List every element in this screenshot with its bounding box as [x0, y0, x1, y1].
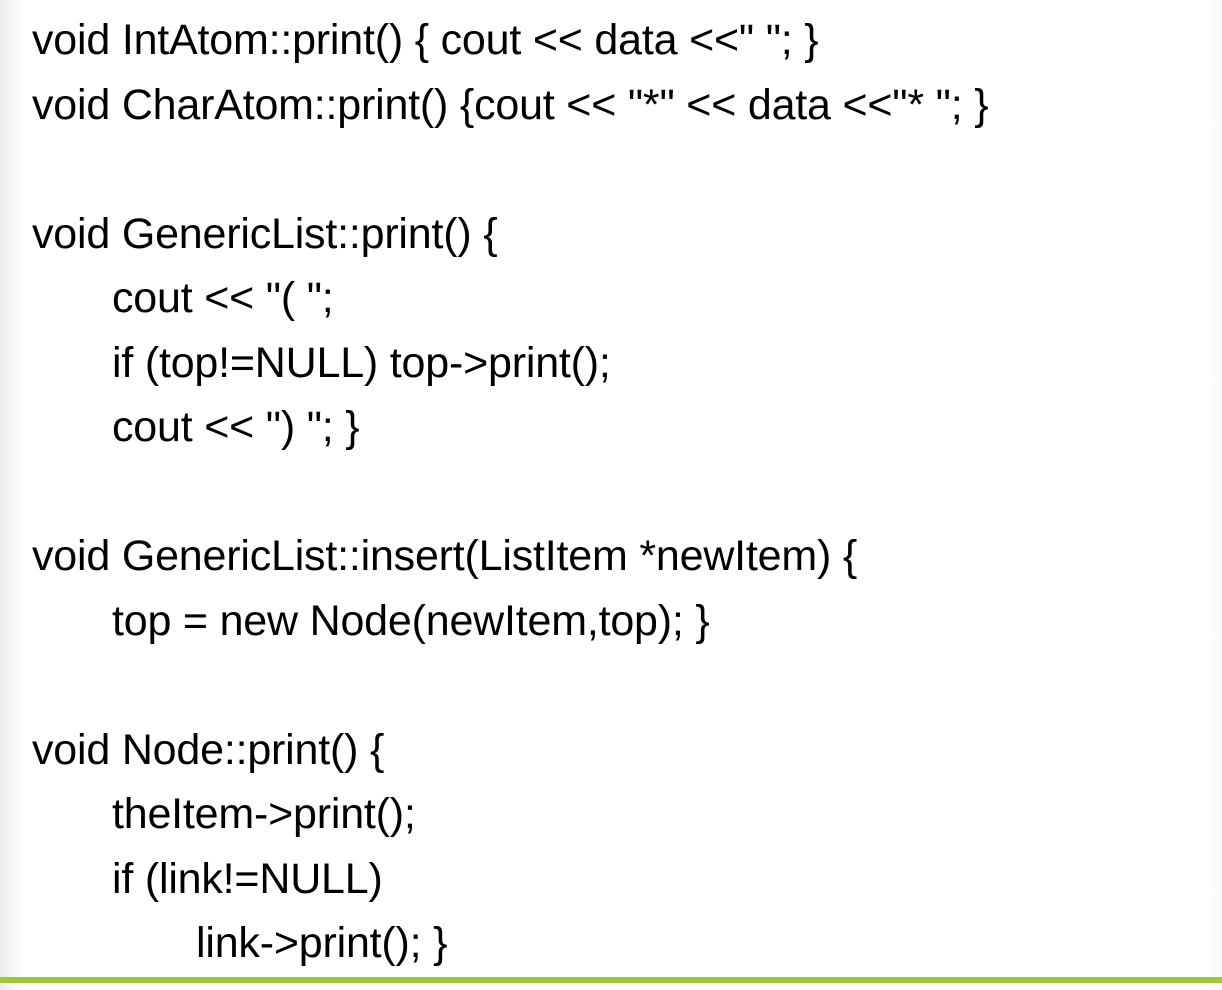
code-line: void Node::print() {: [32, 725, 385, 774]
code-line: link->print(); }: [196, 919, 448, 967]
code-line: void IntAtom::print() { cout << data <<"…: [32, 16, 819, 64]
code-line: void GenericList::insert(ListItem *newIt…: [32, 532, 858, 580]
code-line: theItem->print();: [112, 790, 416, 838]
code-line: top = new Node(newItem,top); }: [112, 596, 710, 645]
code-line-blank: [0, 137, 1222, 202]
code-line: void CharAtom::print() {cout << "*" << d…: [32, 80, 989, 129]
code-line: if (link!=NULL): [112, 854, 383, 903]
code-line-blank: [0, 460, 1222, 525]
code-line: if (top!=NULL) top->print();: [112, 338, 611, 387]
bottom-accent-bar: [0, 977, 1222, 983]
code-line: void GenericList::print() {: [32, 209, 498, 258]
code-line-blank: [0, 653, 1222, 718]
code-line: cout << "( ";: [112, 274, 334, 322]
code-line: cout << ") "; }: [112, 403, 360, 451]
